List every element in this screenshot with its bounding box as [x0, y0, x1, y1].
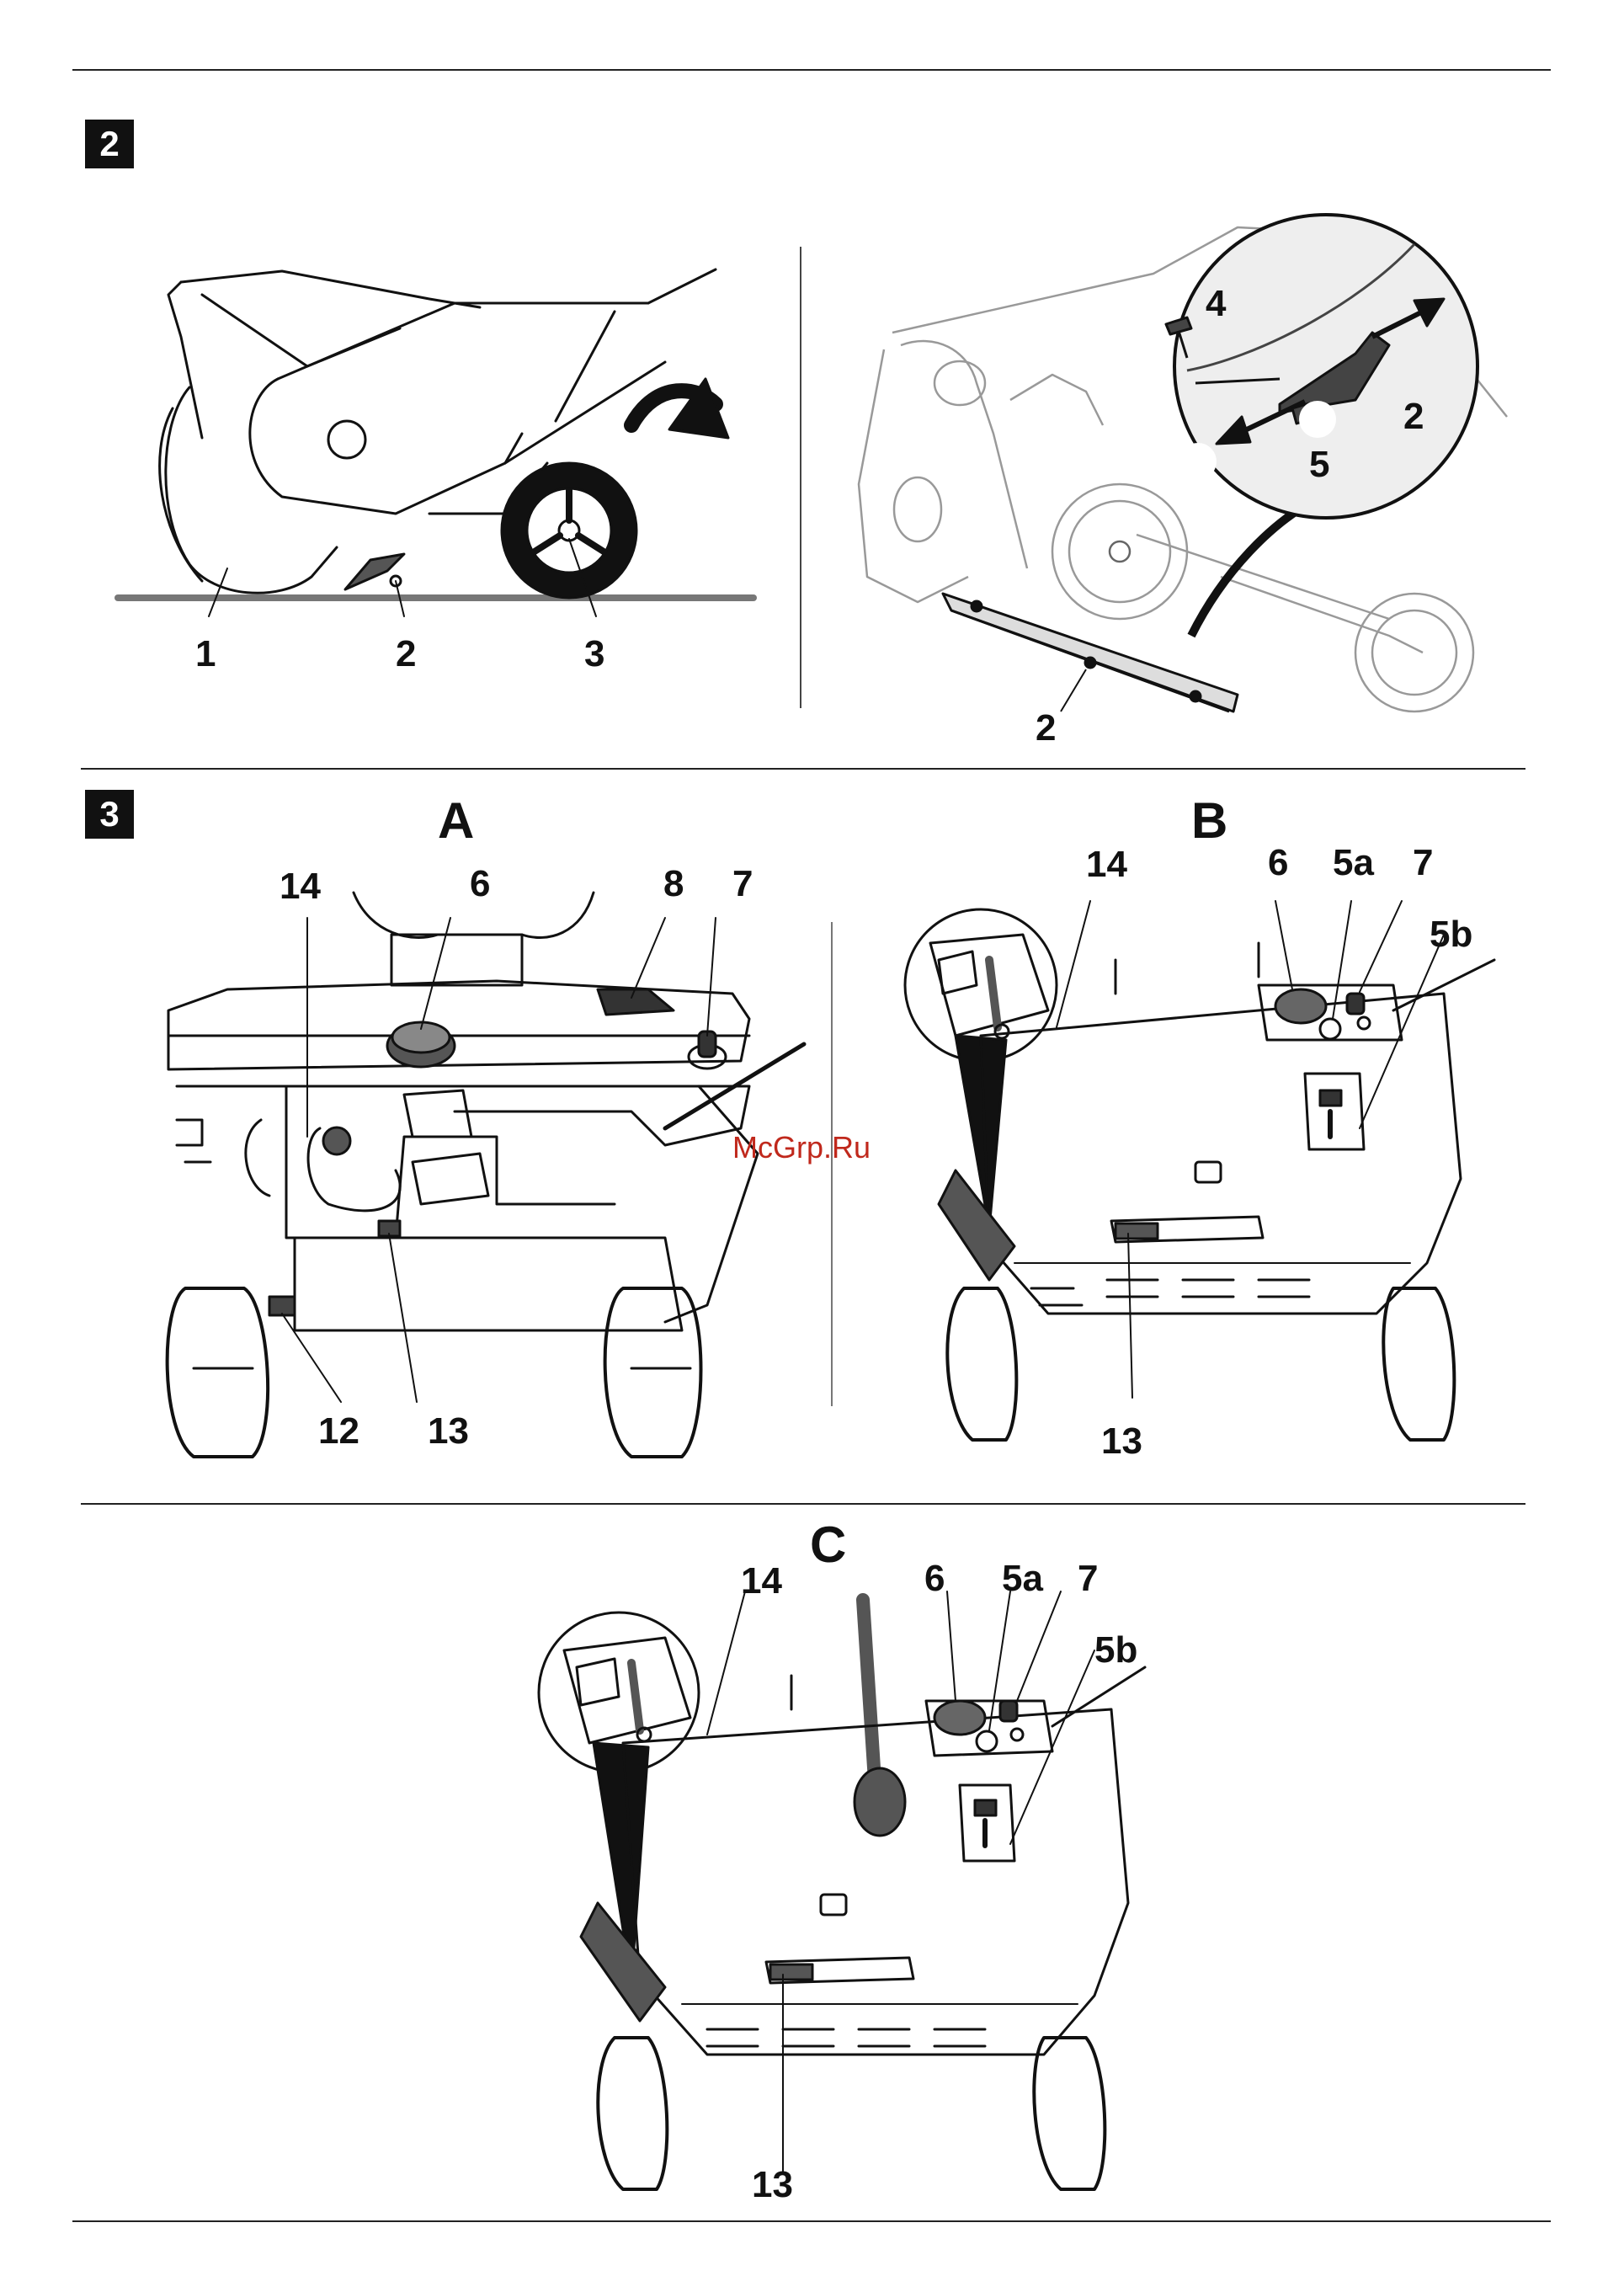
panel-a-callout-8: 8: [663, 863, 684, 905]
panel-a-callout-12: 12: [318, 1410, 359, 1452]
panel-c-callout-6: 6: [924, 1558, 945, 1600]
fig2-detail-callout-4: 4: [1206, 283, 1226, 325]
top-rule: [72, 69, 1551, 71]
fig2-blade-callout-2: 2: [1036, 707, 1056, 749]
watermark: McGrp.Ru: [732, 1130, 871, 1165]
panel-b-callout-14: 14: [1086, 844, 1127, 886]
panel-a-callout-6: 6: [470, 863, 490, 905]
panel-a-callout-13: 13: [428, 1410, 469, 1452]
bottom-rule: [72, 2220, 1551, 2222]
fig2-detail-callout-5: 5: [1309, 444, 1329, 486]
fig2-callout-2: 2: [396, 633, 416, 675]
panel-a-callout-7: 7: [732, 863, 753, 905]
fig2-vertical-divider: [800, 247, 801, 708]
panel-b-callout-5b: 5b: [1430, 914, 1472, 956]
panel-b-callout-7: 7: [1413, 842, 1433, 884]
fig2-callout-3: 3: [584, 633, 604, 675]
panel-a-label: A: [438, 792, 474, 850]
panel-a-callout-14: 14: [280, 866, 321, 908]
panel-c-label: C: [810, 1516, 846, 1574]
panel-c-callout-5b: 5b: [1094, 1629, 1137, 1671]
section-divider-1: [81, 768, 1525, 770]
panel-c-callout-5a: 5a: [1002, 1558, 1043, 1600]
fig3-panel-a-illustration: [160, 884, 808, 1457]
section-divider-2: [81, 1503, 1525, 1505]
fig2-detail-callout-2: 2: [1403, 396, 1424, 438]
fig3-panel-c-illustration: [539, 1583, 1145, 2206]
panel-b-callout-5a: 5a: [1333, 842, 1374, 884]
section-badge-3: 3: [85, 790, 134, 839]
panel-c-callout-7: 7: [1078, 1558, 1098, 1600]
section-badge-2: 2: [85, 120, 134, 168]
fig2-callout-1: 1: [195, 633, 216, 675]
fig2-side-view-illustration: [109, 244, 775, 648]
fig3-panel-b-illustration: [905, 893, 1494, 1457]
panel-b-callout-6: 6: [1268, 842, 1288, 884]
panel-b-callout-13: 13: [1101, 1421, 1142, 1463]
panel-c-callout-14: 14: [741, 1560, 782, 1602]
panel-b-label: B: [1191, 792, 1227, 850]
fig2-underside-view-illustration: [833, 181, 1507, 754]
panel-c-callout-13: 13: [752, 2164, 793, 2206]
